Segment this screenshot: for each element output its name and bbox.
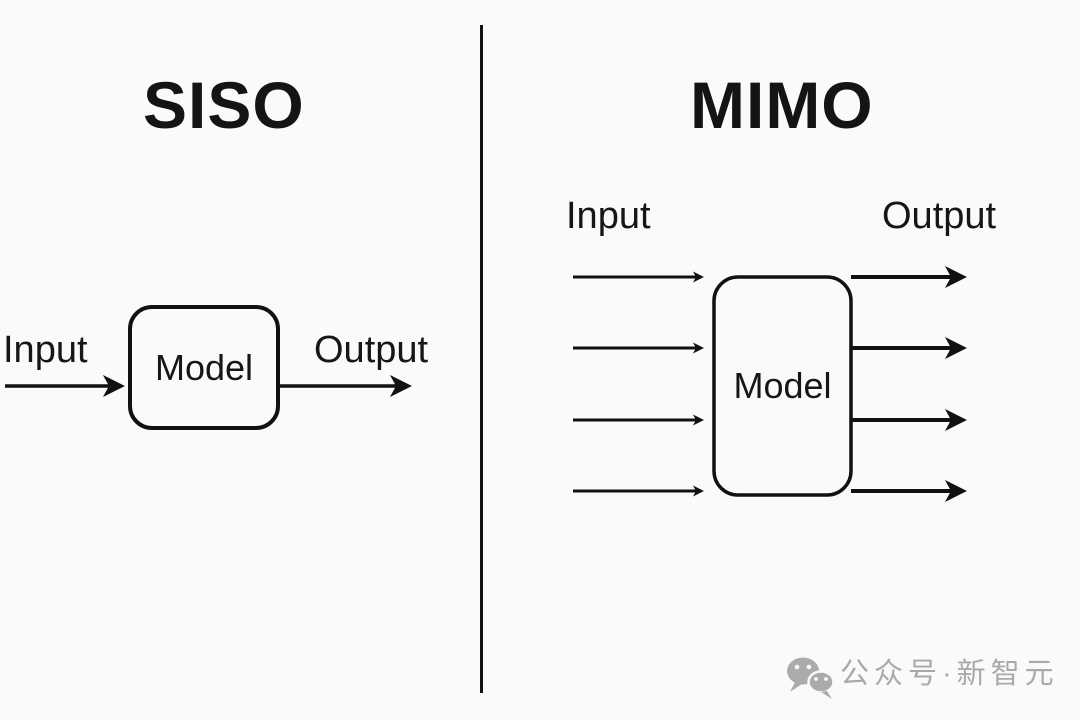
siso-title: SISO [143, 68, 305, 142]
siso-model-label: Model [154, 346, 254, 388]
siso-model-box [128, 305, 280, 430]
mimo-model-label: Model [733, 365, 832, 406]
siso-model-label-wrap: Model [128, 305, 280, 430]
watermark-text: 公众号·新智元 [840, 658, 1059, 690]
wechat-icon [787, 657, 835, 699]
siso-input-label: Input [3, 329, 88, 371]
mimo-input-label: Input [566, 195, 651, 237]
mimo-output-label: Output [882, 195, 997, 237]
mimo-title: MIMO [690, 68, 874, 142]
mimo-model-box [712, 275, 853, 497]
mimo-model-label-wrap: Model [712, 275, 853, 497]
siso-output-label: Output [314, 329, 429, 371]
